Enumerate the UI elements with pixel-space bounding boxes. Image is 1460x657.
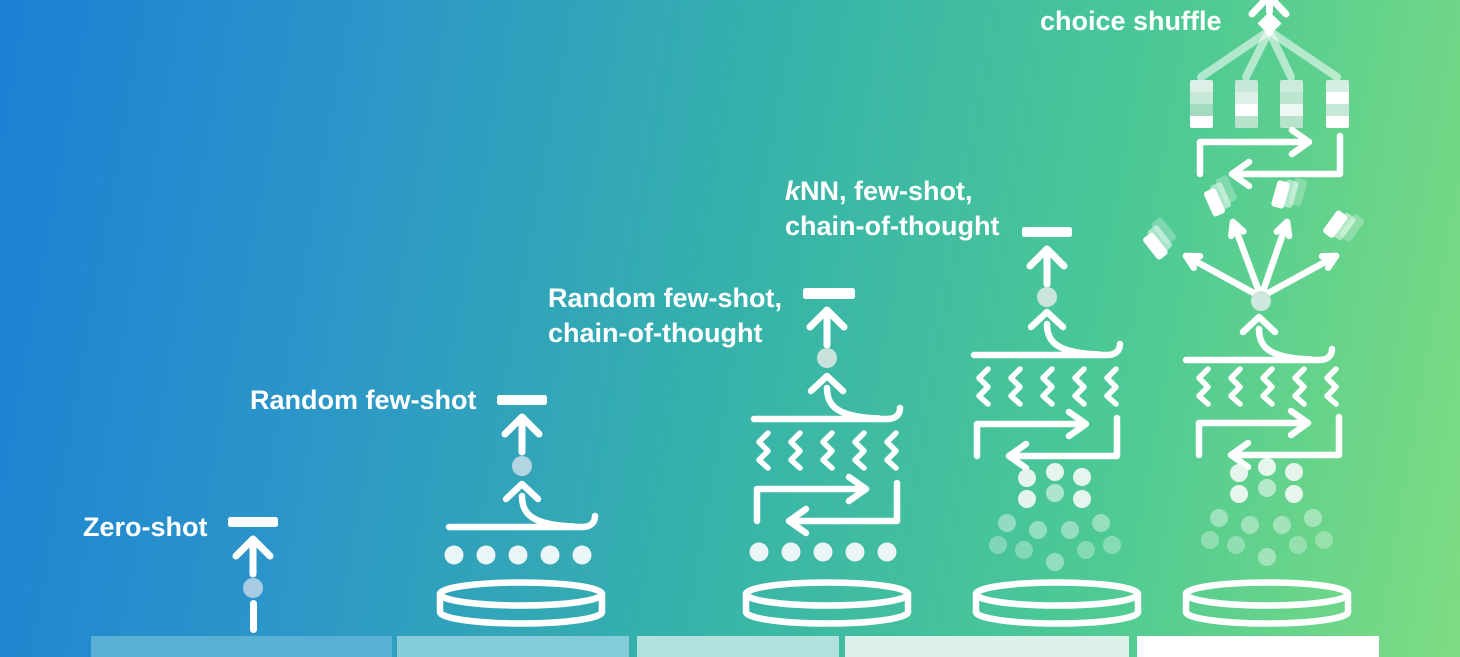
retrieval-arrow-icon bbox=[1183, 313, 1335, 367]
step-segment bbox=[1137, 636, 1379, 657]
answer-stripe bbox=[1190, 104, 1213, 116]
examples-dot-row bbox=[444, 545, 592, 565]
query-stem-line bbox=[249, 600, 257, 633]
database-cylinder-icon bbox=[969, 580, 1145, 630]
label-rest: NN, few-shot, bbox=[800, 176, 973, 206]
database-cylinder-icon bbox=[433, 580, 609, 630]
database-cylinder-icon bbox=[1179, 580, 1355, 630]
answer-stripe bbox=[1280, 104, 1303, 116]
answer-stripe bbox=[1280, 80, 1303, 92]
final-answer-stem bbox=[1265, 0, 1273, 15]
cycle-arrow-icon bbox=[967, 409, 1127, 469]
cycle-arrow-icon bbox=[747, 474, 907, 534]
shuffled-answer-bar bbox=[1235, 80, 1258, 128]
answer-bar bbox=[497, 395, 547, 405]
answer-stripe bbox=[1235, 104, 1258, 116]
answer-stripe bbox=[1326, 80, 1349, 92]
query-dot bbox=[243, 578, 263, 598]
up-arrow-icon bbox=[805, 303, 849, 349]
answer-stripe bbox=[1190, 116, 1213, 128]
answer-stripe bbox=[1326, 92, 1349, 104]
query-dot bbox=[512, 456, 532, 476]
answer-stripe bbox=[1235, 92, 1258, 104]
ensemble-fan-arrows bbox=[1182, 218, 1340, 301]
answer-bar bbox=[1022, 227, 1072, 237]
step-segment bbox=[91, 636, 392, 657]
retrieval-arrow-icon bbox=[751, 372, 903, 426]
answer-bar bbox=[803, 288, 855, 299]
query-dot bbox=[1037, 287, 1057, 307]
knn-scatter-dots bbox=[989, 463, 1121, 571]
step-segment bbox=[397, 636, 629, 657]
label-knn-few-shot-cot: kNN, few-shot, chain-of-thought bbox=[785, 174, 999, 244]
label-line-1: Random few-shot, bbox=[548, 283, 782, 313]
answer-stripe bbox=[1280, 116, 1303, 128]
label-line-2: chain-of-thought bbox=[785, 211, 1000, 241]
examples-dot-row bbox=[749, 542, 897, 562]
performance-step-bar bbox=[0, 636, 1460, 657]
chain-of-thought-squiggles-icon bbox=[972, 366, 1122, 407]
chain-of-thought-squiggles-icon bbox=[1192, 366, 1342, 407]
up-arrow-icon bbox=[500, 410, 544, 456]
shuffled-answer-bar bbox=[1190, 80, 1213, 128]
answer-stripe bbox=[1326, 104, 1349, 116]
shuffled-answer-bar bbox=[1326, 80, 1349, 128]
retrieval-arrow-icon bbox=[446, 480, 598, 534]
query-dot bbox=[817, 348, 837, 368]
up-arrow-icon bbox=[1025, 242, 1069, 288]
chain-of-thought-squiggles-icon bbox=[752, 430, 902, 471]
knn-scatter-dots bbox=[1201, 458, 1333, 566]
step-segment bbox=[845, 636, 1129, 657]
label-choice-shuffle: choice shuffle bbox=[1040, 6, 1222, 36]
answer-stripe bbox=[1280, 92, 1303, 104]
italic-k: k bbox=[785, 176, 801, 206]
label-line-1: kNN, few-shot, bbox=[785, 174, 999, 209]
aggregate-fan-lines bbox=[1197, 27, 1341, 81]
label-random-few-shot-cot: Random few-shot, chain-of-thought bbox=[548, 281, 782, 351]
label-zero-shot: Zero-shot bbox=[83, 512, 208, 542]
up-arrow-icon bbox=[231, 532, 275, 578]
answer-stripe bbox=[1326, 116, 1349, 128]
answer-stripe bbox=[1190, 80, 1213, 92]
answer-stripe bbox=[1235, 116, 1258, 128]
retrieval-arrow-icon bbox=[971, 308, 1123, 362]
answer-stripe bbox=[1235, 80, 1258, 92]
shuffled-answer-bar bbox=[1280, 80, 1303, 128]
step-segment bbox=[637, 636, 839, 657]
database-cylinder-icon bbox=[739, 580, 915, 630]
answer-bar bbox=[228, 517, 278, 527]
answer-stripe bbox=[1190, 92, 1213, 104]
label-line-2: chain-of-thought bbox=[548, 318, 763, 348]
cycle-arrow-icon bbox=[1190, 127, 1350, 187]
query-dot bbox=[1251, 291, 1271, 311]
label-random-few-shot: Random few-shot bbox=[250, 385, 477, 415]
